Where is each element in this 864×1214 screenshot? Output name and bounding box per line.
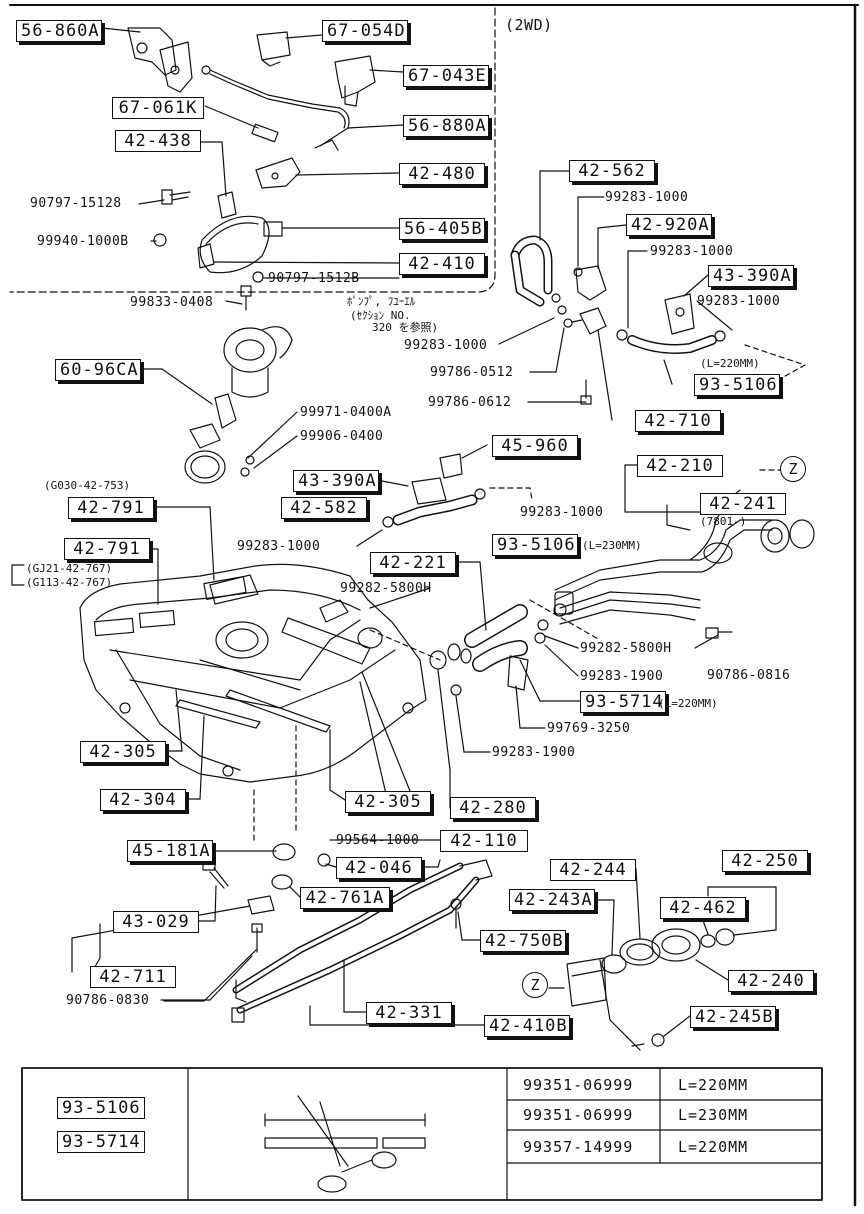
- hw-99283-1000-b[interactable]: 99283-1000: [650, 244, 734, 259]
- hw-99833-0408[interactable]: 99833-0408: [130, 295, 214, 310]
- note-g030: (G030-42-753): [44, 479, 131, 492]
- hw-99769-3250[interactable]: 99769-3250: [547, 721, 631, 736]
- part-42-791-lower[interactable]: 42-791: [64, 538, 150, 560]
- note-pump-ref-2: (ｾｸｼｮﾝ NO.: [350, 309, 411, 322]
- note-length-220-right: (L=220MM): [700, 357, 760, 370]
- part-45-181A[interactable]: 45-181A: [127, 840, 213, 862]
- table-part-93-5106[interactable]: 93-5106: [57, 1097, 145, 1119]
- part-42-761A[interactable]: 42-761A: [300, 887, 390, 909]
- part-42-110[interactable]: 42-110: [440, 830, 528, 852]
- hw-90786-0816[interactable]: 90786-0816: [707, 668, 791, 683]
- part-42-711[interactable]: 42-711: [90, 966, 176, 988]
- variant-label: (2WD): [505, 16, 553, 34]
- part-42-410[interactable]: 42-410: [399, 253, 485, 275]
- part-56-880A[interactable]: 56-880A: [403, 115, 489, 137]
- part-42-710[interactable]: 42-710: [635, 410, 721, 432]
- hw-99283-1000-f[interactable]: 99283-1000: [237, 539, 321, 554]
- part-93-5106-right[interactable]: 93-5106: [694, 374, 780, 396]
- table-row-2-number: 99351-06999: [523, 1106, 634, 1124]
- zone-marker-z-bottom: Z: [522, 972, 548, 998]
- part-42-438[interactable]: 42-438: [115, 130, 201, 152]
- hw-99564-1000[interactable]: 99564-1000: [336, 833, 420, 848]
- note-pump-ref-1: ﾎﾟﾝﾌﾟ, ﾌﾕｰｴﾙ: [347, 295, 416, 308]
- part-45-960[interactable]: 45-960: [492, 435, 578, 457]
- table-row-3-number: 99357-14999: [523, 1138, 634, 1156]
- zone-marker-z-top: Z: [780, 456, 806, 482]
- part-42-920A[interactable]: 42-920A: [626, 214, 712, 236]
- part-43-390A-center[interactable]: 43-390A: [293, 470, 379, 492]
- part-42-250[interactable]: 42-250: [722, 850, 808, 872]
- part-42-280[interactable]: 42-280: [450, 797, 536, 819]
- part-42-331[interactable]: 42-331: [366, 1002, 452, 1024]
- table-part-93-5714[interactable]: 93-5714: [57, 1131, 145, 1153]
- part-43-029[interactable]: 43-029: [113, 911, 199, 933]
- hw-99282-5800H-b[interactable]: 99282-5800H: [580, 641, 672, 656]
- hw-99786-0512[interactable]: 99786-0512: [430, 365, 514, 380]
- part-42-304[interactable]: 42-304: [100, 789, 186, 811]
- part-42-791-upper[interactable]: 42-791: [68, 497, 154, 519]
- part-56-405B[interactable]: 56-405B: [399, 218, 485, 240]
- hw-99971-0400A[interactable]: 99971-0400A: [300, 405, 392, 420]
- hw-99940-1000B[interactable]: 99940-1000B: [37, 234, 129, 249]
- part-42-750B[interactable]: 42-750B: [480, 930, 566, 952]
- hw-99786-0612[interactable]: 99786-0612: [428, 395, 512, 410]
- part-42-210[interactable]: 42-210: [637, 455, 723, 477]
- table-row-1-length: L=220MM: [678, 1076, 749, 1094]
- table-row-1-number: 99351-06999: [523, 1076, 634, 1094]
- part-67-054D[interactable]: 67-054D: [322, 20, 408, 42]
- note-gj21: (GJ21-42-767): [26, 562, 113, 575]
- note-7801: (7801-): [700, 515, 747, 528]
- hw-90797-1512B[interactable]: 90797-1512B: [268, 271, 360, 286]
- part-42-562[interactable]: 42-562: [569, 160, 655, 182]
- part-43-390A-right[interactable]: 43-390A: [708, 265, 794, 287]
- hw-90786-0830[interactable]: 90786-0830: [66, 993, 150, 1008]
- hw-90797-15128[interactable]: 90797-15128: [30, 196, 122, 211]
- hw-99282-5800H-a[interactable]: 99282-5800H: [340, 581, 432, 596]
- part-93-5714-center[interactable]: 93-5714: [580, 691, 666, 713]
- hw-99283-1900-a[interactable]: 99283-1900: [580, 669, 664, 684]
- note-length-220-center: (L=220MM): [658, 697, 718, 710]
- table-row-3-length: L=220MM: [678, 1138, 749, 1156]
- part-42-245B[interactable]: 42-245B: [690, 1006, 776, 1028]
- part-42-221[interactable]: 42-221: [370, 552, 456, 574]
- part-42-305-right[interactable]: 42-305: [345, 791, 431, 813]
- part-42-582[interactable]: 42-582: [281, 497, 367, 519]
- part-42-241[interactable]: 42-241: [700, 493, 786, 515]
- part-42-305-left[interactable]: 42-305: [80, 741, 166, 763]
- part-42-240[interactable]: 42-240: [728, 970, 814, 992]
- hw-99283-1000-a[interactable]: 99283-1000: [605, 190, 689, 205]
- part-42-244[interactable]: 42-244: [550, 859, 636, 881]
- part-67-043E[interactable]: 67-043E: [403, 65, 489, 87]
- hw-99283-1900-b[interactable]: 99283-1900: [492, 745, 576, 760]
- part-42-243A[interactable]: 42-243A: [509, 889, 595, 911]
- part-67-061K[interactable]: 67-061K: [112, 97, 204, 119]
- note-length-230-center: (L=230MM): [582, 539, 642, 552]
- hw-99283-1000-c[interactable]: 99283-1000: [697, 294, 781, 309]
- part-42-046[interactable]: 42-046: [336, 857, 422, 879]
- part-56-860A[interactable]: 56-860A: [16, 20, 102, 42]
- note-g113: (G113-42-767): [26, 576, 113, 589]
- part-93-5106-center[interactable]: 93-5106: [492, 534, 578, 556]
- part-60-960A[interactable]: 60-96CA: [55, 359, 141, 381]
- hw-99906-0400[interactable]: 99906-0400: [300, 429, 384, 444]
- table-row-2-length: L=230MM: [678, 1106, 749, 1124]
- hw-99283-1000-e[interactable]: 99283-1000: [520, 505, 604, 520]
- note-pump-ref-3: 320 を参照): [372, 321, 439, 334]
- part-42-480[interactable]: 42-480: [399, 163, 485, 185]
- hw-99283-1000-d[interactable]: 99283-1000: [404, 338, 488, 353]
- part-42-462[interactable]: 42-462: [660, 897, 746, 919]
- part-42-410B[interactable]: 42-410B: [484, 1015, 570, 1037]
